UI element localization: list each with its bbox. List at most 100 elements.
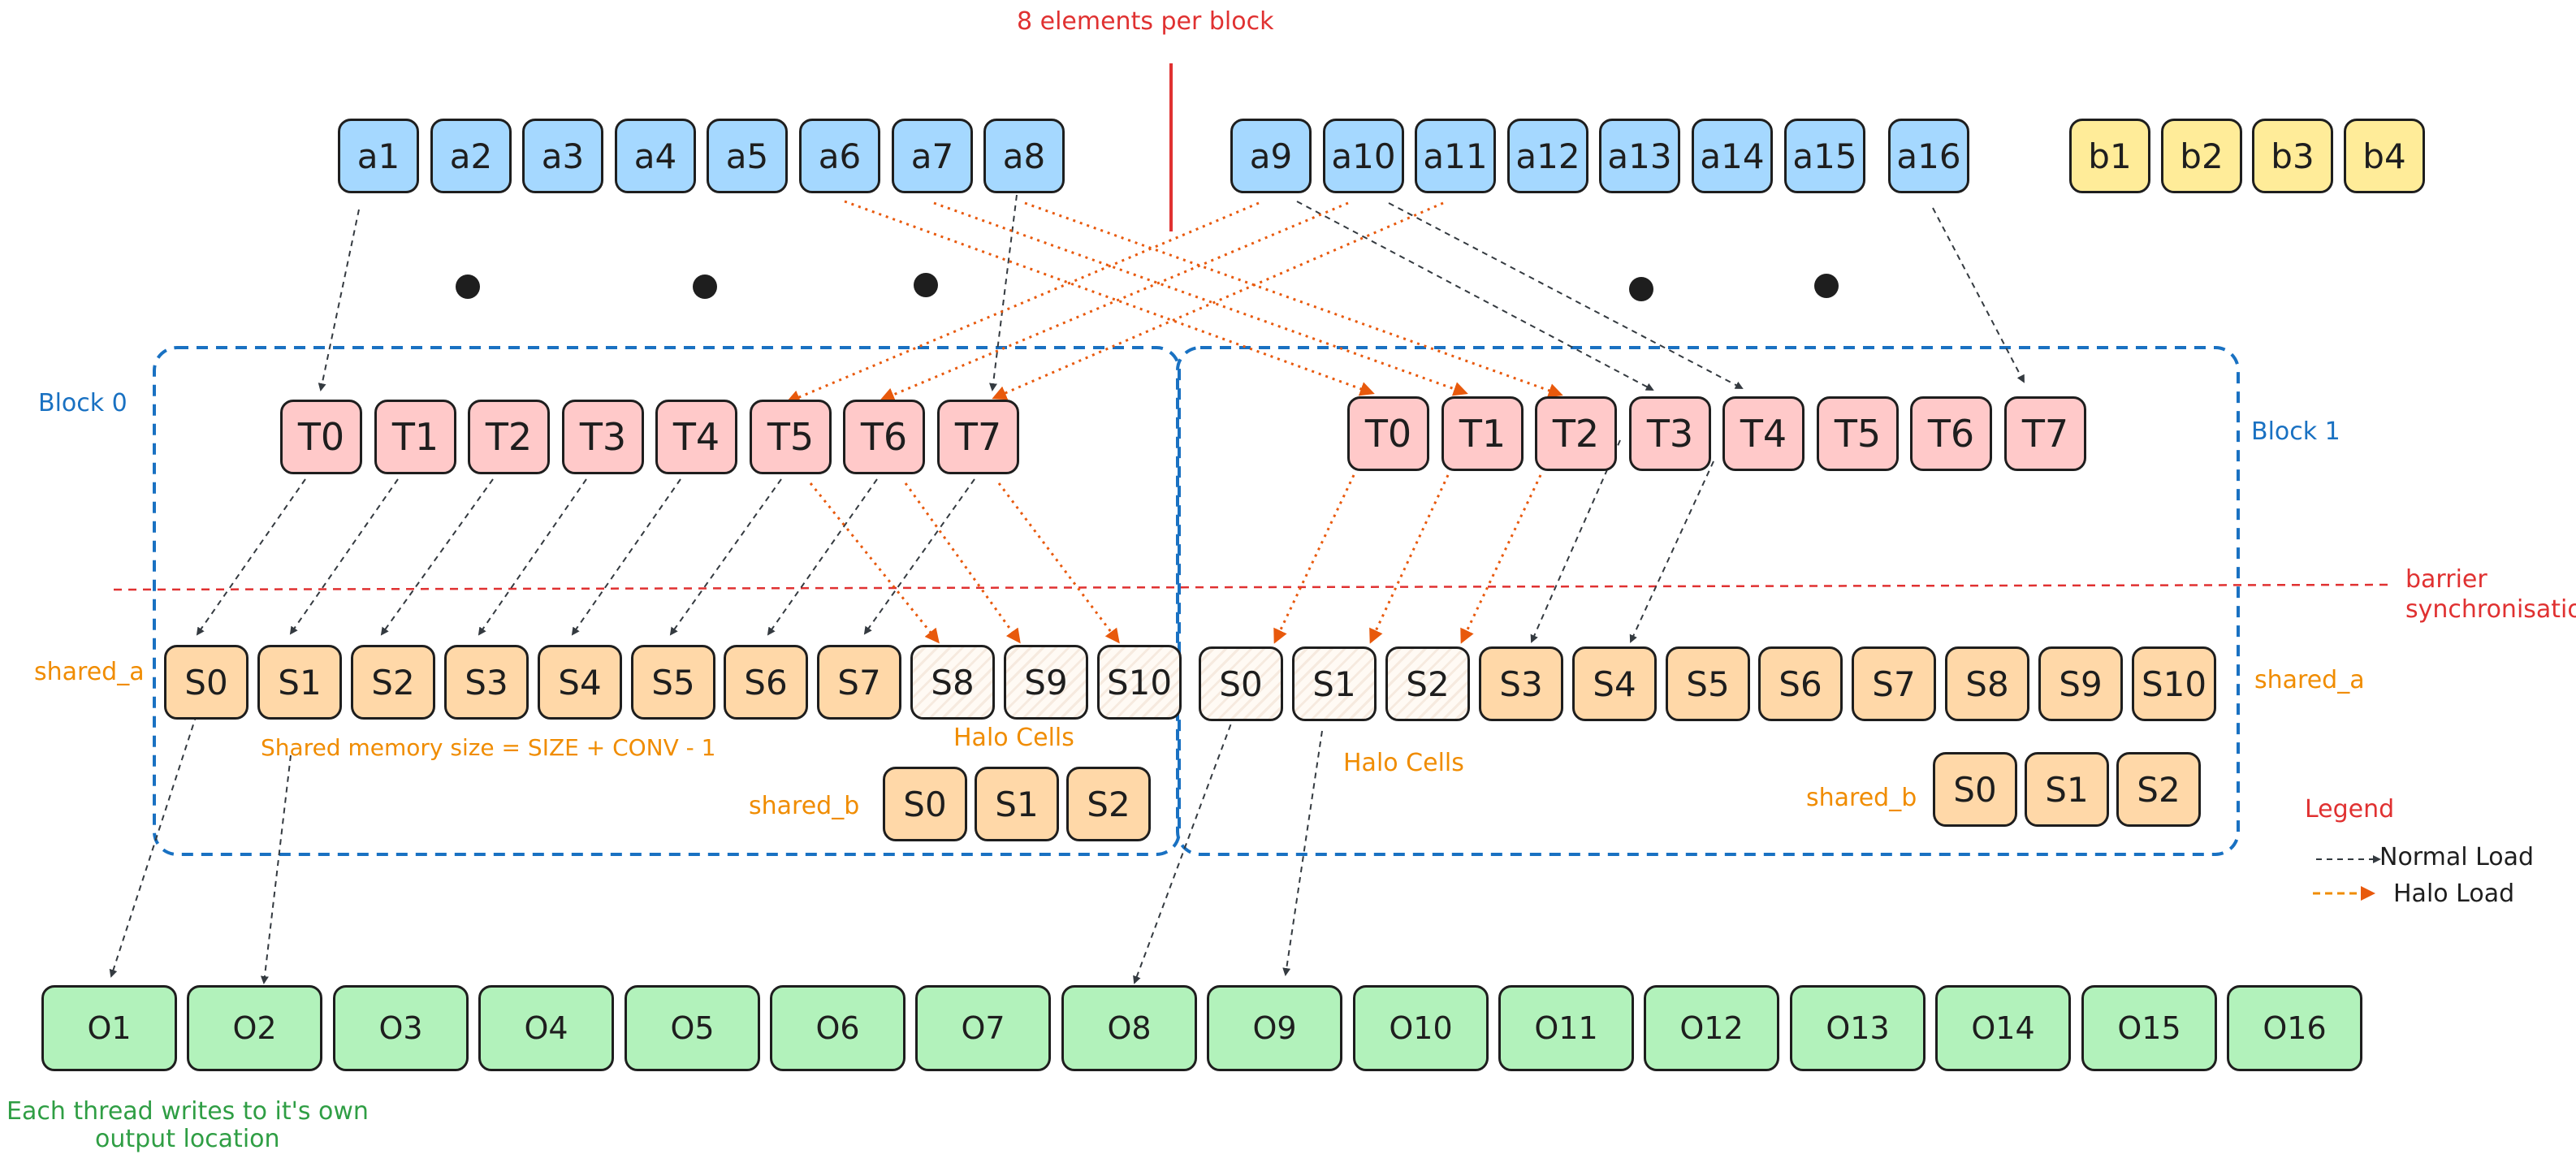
thread-cell: T5 [1817, 396, 1899, 471]
shared-b-label: shared_b [749, 792, 860, 820]
normal-load-arrow [1629, 460, 1714, 643]
shared-a-cell: S5 [631, 645, 715, 720]
output-cell: O8 [1061, 985, 1197, 1071]
shared-b-cell: S2 [1066, 767, 1151, 841]
top-note: 8 elements per block [1017, 7, 1274, 36]
input-a-cell: a4 [615, 119, 696, 193]
thread-cell: T0 [1347, 396, 1429, 471]
normal-load-arrow [767, 478, 878, 636]
halo-cells-label: Halo Cells [1343, 749, 1464, 777]
input-b-cell: b2 [2161, 119, 2242, 193]
shared-a-cell: S9 [2038, 646, 2123, 721]
thread-cell: T7 [2004, 396, 2086, 471]
normal-load-arrow [571, 478, 681, 636]
normal-load-arrow [1932, 207, 2025, 383]
thread-cell: T3 [562, 400, 644, 474]
halo-load-arrow [844, 200, 1375, 396]
halo-load-arrow [809, 482, 940, 644]
shared-a-cell: S9 [1004, 645, 1088, 720]
output-note: Each thread writes to it's own [6, 1097, 369, 1126]
normal-load-arrow [1133, 714, 1235, 984]
normal-load-arrow [196, 478, 306, 636]
shared-a-cell: S3 [444, 645, 529, 720]
halo-load-arrow [992, 201, 1444, 400]
input-b-cell: b1 [2069, 119, 2150, 193]
shared-a-cell: S1 [1292, 646, 1377, 721]
shared-a-cell: S7 [817, 645, 901, 720]
output-cell: O6 [770, 985, 905, 1071]
halo-load-arrow [997, 482, 1120, 644]
thread-cell: T1 [1441, 396, 1524, 471]
ellipsis-dot [693, 275, 717, 299]
block1-label: Block 1 [2251, 417, 2340, 446]
thread-cell: T4 [655, 400, 737, 474]
output-cell: O3 [333, 985, 469, 1071]
shared-a-cell: S0 [164, 645, 249, 720]
input-a-cell: a12 [1507, 119, 1588, 193]
ellipsis-dot [1814, 274, 1839, 298]
halo-load-arrow [904, 482, 1021, 644]
output-cell: O12 [1644, 985, 1779, 1071]
shared-a-cell: S3 [1479, 646, 1563, 721]
thread-cell: T7 [937, 400, 1019, 474]
halo-load-arrows [785, 200, 1563, 644]
thread-cell: T2 [1535, 396, 1617, 471]
input-a-cell: a3 [522, 119, 603, 193]
shared-a-label: shared_a [2254, 666, 2365, 694]
shared-a-cell: S6 [724, 645, 808, 720]
shared-a-cell: S5 [1666, 646, 1750, 721]
input-a-cell: a8 [983, 119, 1065, 193]
legend-title: Legend [2305, 795, 2395, 824]
shared-a-cell: S7 [1852, 646, 1936, 721]
halo-load-arrow [1369, 474, 1450, 644]
output-cell: O11 [1498, 985, 1634, 1071]
input-b-cell: b4 [2344, 119, 2425, 193]
input-a-cell: a5 [707, 119, 788, 193]
halo-load-arrow [785, 201, 1260, 404]
normal-load-arrow [289, 478, 399, 635]
input-a-cell: a7 [892, 119, 973, 193]
thread-cell: T1 [374, 400, 456, 474]
normal-load-arrows [109, 194, 2025, 984]
shared-size-note: Shared memory size = SIZE + CONV - 1 [261, 734, 716, 761]
shared-a-cell: S0 [1199, 646, 1283, 721]
output-cell: O5 [625, 985, 760, 1071]
output-cell: O9 [1207, 985, 1342, 1071]
thread-cell: T6 [1910, 396, 1992, 471]
shared-a-cell: S8 [1945, 646, 2029, 721]
output-cell: O13 [1790, 985, 1926, 1071]
output-cell: O10 [1353, 985, 1489, 1071]
halo-cells-label: Halo Cells [953, 724, 1074, 752]
thread-cell: T3 [1629, 396, 1711, 471]
input-a-cell: a1 [338, 119, 419, 193]
shared-a-cell: S4 [1572, 646, 1657, 721]
normal-load-arrow [1296, 201, 1654, 391]
shared-a-cell: S6 [1758, 646, 1843, 721]
shared-b-label: shared_b [1806, 784, 1917, 812]
input-a-cell: a13 [1599, 119, 1680, 193]
halo-load-arrow [933, 201, 1468, 396]
block1-container [1176, 346, 2240, 856]
thread-cell: T2 [468, 400, 550, 474]
halo-load-arrow [1460, 474, 1542, 644]
output-cell: O16 [2227, 985, 2362, 1071]
shared-b-cell: S0 [883, 767, 967, 841]
barrier-label: barrier [2405, 565, 2487, 594]
normal-load-arrow [669, 478, 782, 636]
halo-load-arrow [880, 201, 1349, 402]
block0-label: Block 0 [38, 389, 128, 417]
input-a-cell: a6 [799, 119, 880, 193]
input-a-cell: a2 [430, 119, 512, 193]
input-b-cell: b3 [2252, 119, 2333, 193]
legend-halo-label: Halo Load [2393, 880, 2515, 908]
normal-load-arrow [260, 754, 292, 984]
barrier-label: synchronisation [2405, 595, 2576, 624]
ellipsis-dot [456, 275, 480, 299]
shared-b-cell: S1 [975, 767, 1059, 841]
shared-a-cell: S10 [1097, 645, 1182, 720]
thread-cell: T5 [750, 400, 832, 474]
thread-cell: T6 [843, 400, 925, 474]
output-cell: O14 [1935, 985, 2071, 1071]
